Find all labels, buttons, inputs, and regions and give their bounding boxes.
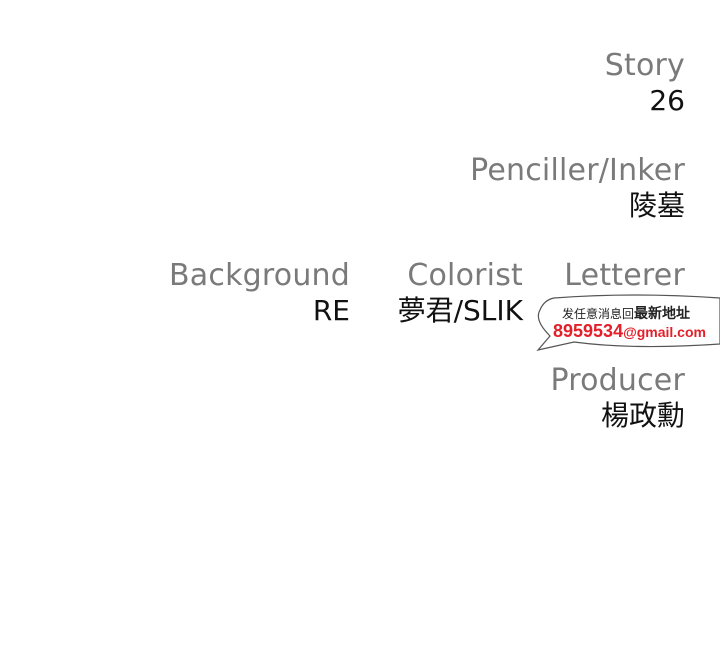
watermark-digits: 8959534 [553,321,624,341]
watermark-small-text: 发任意消息回 [562,307,635,321]
credit-background: Background RE [169,258,350,328]
background-role-label: Background [169,258,350,293]
watermark-line-2: 8959534@gmail.com [553,321,706,342]
colorist-name: 夢君/SLIK [397,294,523,327]
speech-bubble-icon [536,294,720,351]
credit-penciller-inker: Penciller/Inker 陵墓 [470,153,685,223]
credit-colorist: Colorist 夢君/SLIK [398,258,523,328]
watermark-big-text: 最新地址 [634,306,691,322]
watermark-email: @gmail.com [623,324,706,340]
story-role-label: Story [604,48,685,83]
watermark-speech-bubble: 发任意消息回最新地址 8959534@gmail.com [534,294,720,352]
colorist-role-label: Colorist [407,258,523,293]
penciller-role-label: Penciller/Inker [470,153,685,188]
producer-role-label: Producer [550,363,685,398]
credit-producer: Producer 楊政勳 [550,363,685,433]
producer-name: 楊政勳 [600,399,685,432]
watermark-line-1: 发任意消息回最新地址 [562,307,690,321]
credit-story: Story 26 [605,48,685,118]
penciller-name: 陵墓 [628,189,685,222]
letterer-role-label: Letterer [564,258,685,293]
background-name: RE [312,294,350,327]
story-name: 26 [649,84,685,117]
